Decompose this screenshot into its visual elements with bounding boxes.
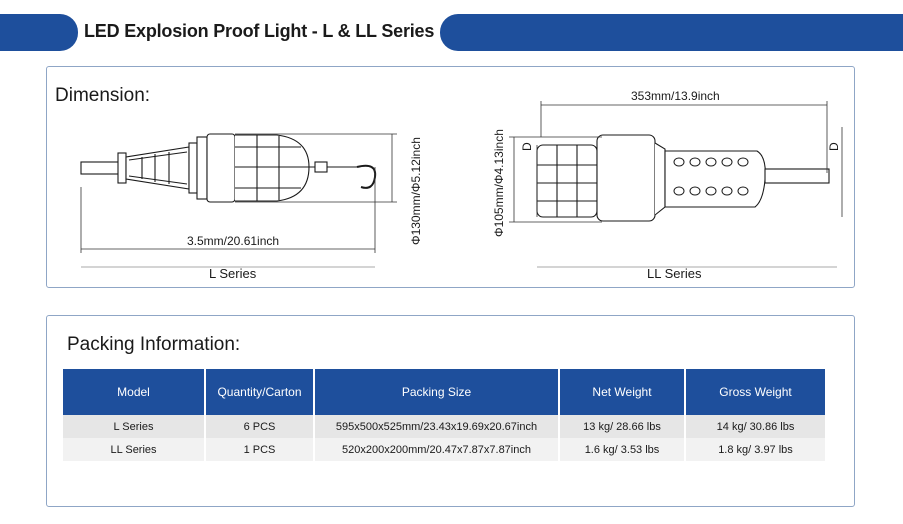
- title-bar-left-accent: [0, 14, 78, 51]
- cell-packing-size: 520x200x200mm/20.47x7.87x7.87inch: [315, 438, 558, 461]
- ll-series-diameter-label: Φ105mm/Φ4.13inch: [492, 129, 506, 237]
- l-series-drawing: [80, 133, 397, 268]
- packing-table: Model Quantity/Carton Packing Size Net W…: [61, 369, 827, 461]
- cell-model: L Series: [63, 415, 204, 438]
- table-row: LL Series 1 PCS 520x200x200mm/20.47x7.87…: [63, 438, 825, 461]
- column-header-model: Model: [63, 369, 204, 415]
- l-series-diameter-label: Φ130mm/Φ5.12inch: [409, 137, 423, 245]
- dimension-panel: Dimension:: [46, 66, 855, 288]
- packing-heading: Packing Information:: [67, 334, 241, 355]
- cell-net-weight: 1.6 kg/ 3.53 lbs: [560, 438, 684, 461]
- ll-series-caption: LL Series: [647, 266, 702, 281]
- cell-gross-weight: 1.8 kg/ 3.97 lbs: [686, 438, 825, 461]
- column-header-gross-weight: Gross Weight: [686, 369, 825, 415]
- ll-series-marker-right: D: [827, 142, 841, 151]
- l-series-length-label: 3.5mm/20.61inch: [187, 234, 279, 248]
- page-title: LED Explosion Proof Light - L & LL Serie…: [84, 21, 435, 41]
- column-header-quantity: Quantity/Carton: [206, 369, 313, 415]
- ll-series-drawing: [509, 101, 843, 268]
- cell-model: LL Series: [63, 438, 204, 461]
- packing-panel: Packing Information: Model Quantity/Cart…: [46, 315, 855, 507]
- ll-series-length-label: 353mm/13.9inch: [631, 89, 720, 103]
- title-bar-right-accent: [440, 14, 903, 51]
- cell-gross-weight: 14 kg/ 30.86 lbs: [686, 415, 825, 438]
- column-header-packing-size: Packing Size: [315, 369, 558, 415]
- cell-packing-size: 595x500x525mm/23.43x19.69x20.67inch: [315, 415, 558, 438]
- ll-series-marker-left: D: [520, 142, 534, 151]
- dimension-drawings: 3.5mm/20.61inch Φ130mm/Φ5.12inch L Serie…: [80, 89, 843, 281]
- table-header-row: Model Quantity/Carton Packing Size Net W…: [63, 369, 825, 415]
- cell-quantity: 1 PCS: [206, 438, 313, 461]
- table-row: L Series 6 PCS 595x500x525mm/23.43x19.69…: [63, 415, 825, 438]
- l-series-caption: L Series: [209, 266, 257, 281]
- column-header-net-weight: Net Weight: [560, 369, 684, 415]
- dimension-heading: Dimension:: [55, 85, 151, 106]
- cell-quantity: 6 PCS: [206, 415, 313, 438]
- cell-net-weight: 13 kg/ 28.66 lbs: [560, 415, 684, 438]
